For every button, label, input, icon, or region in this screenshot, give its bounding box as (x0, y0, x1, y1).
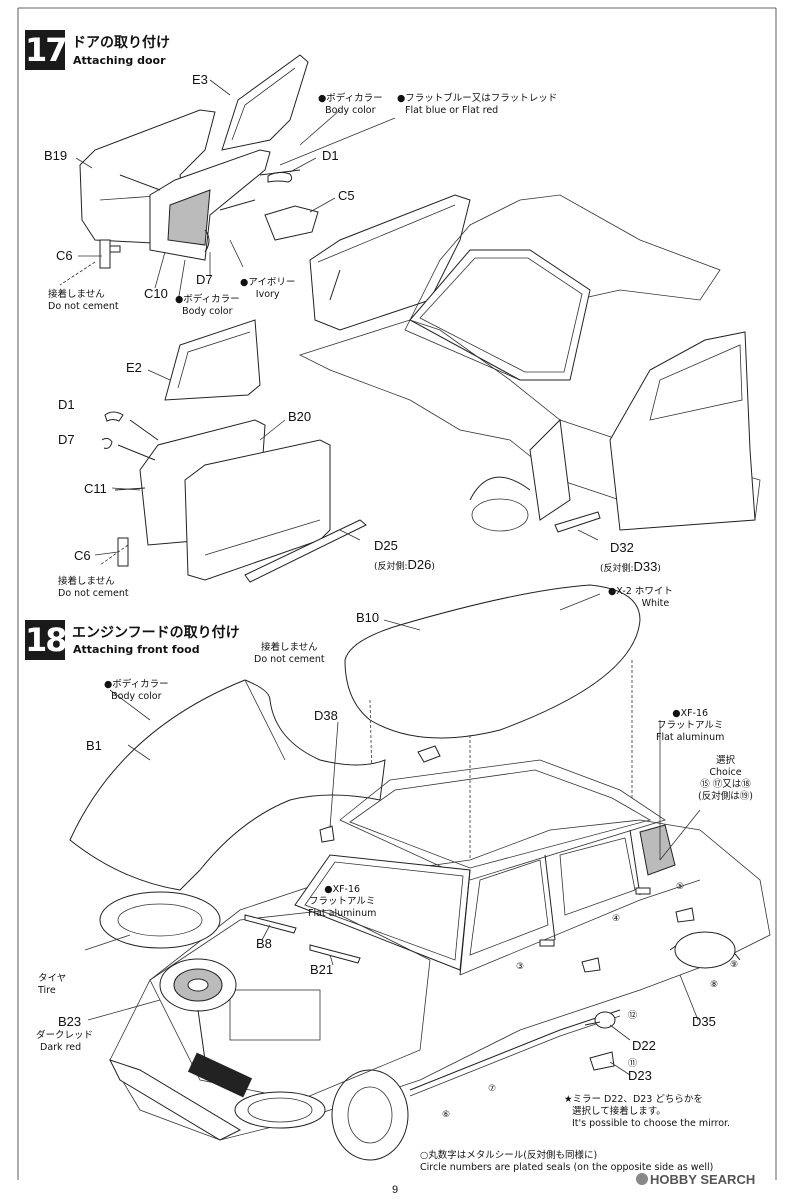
watermark: HOBBY SEARCH (636, 1172, 755, 1187)
part-b1: B1 (86, 738, 102, 753)
note-body-color-2: ●ボディカラー Body color (175, 294, 240, 317)
part-d22: D22 (632, 1038, 656, 1053)
note-do-not-cement-2: 接着しません Do not cement (58, 576, 129, 599)
part-d7-top: D7 (196, 272, 213, 287)
part-c6-bottom: C6 (74, 548, 91, 563)
seal-11: ⑪ (628, 1059, 638, 1069)
note-flat-blue-red: ●フラットブルー又はフラットレッド Flat blue or Flat red (397, 93, 558, 116)
spare-tire (99, 891, 237, 1061)
note-plated-seals: ○丸数字はメタルシール(反対側も同様に) Circle numbers are … (420, 1150, 714, 1173)
note-dark-red: ダークレッド Dark red (36, 1030, 94, 1053)
part-d1-top: D1 (322, 148, 339, 163)
car-body-doors-open (298, 194, 761, 533)
seal-6: ⑥ (442, 1110, 451, 1120)
part-b8: B8 (256, 936, 272, 951)
part-c5: C5 (338, 188, 355, 203)
door-exploded-bottom (99, 319, 367, 583)
note-xf16-flat-aluminum-2: ●XF-16 フラットアルミ Flat aluminum (308, 884, 377, 919)
note-ivory: ●アイボリー Ivory (240, 277, 296, 300)
part-d26-note: (反対側:D26) (374, 557, 435, 572)
part-d1-bottom: D1 (58, 397, 75, 412)
part-e3: E3 (192, 72, 208, 87)
leader-lines (75, 79, 701, 1076)
seal-8: ⑧ (710, 980, 719, 990)
part-d25: D25 (374, 538, 398, 553)
part-c11: C11 (84, 481, 107, 496)
note-mirror-choice: ★ミラー D22、D23 どちらかを 選択して接着します。 It's possi… (564, 1094, 731, 1129)
step-18-number: 18 (25, 620, 68, 660)
part-d23: D23 (628, 1068, 652, 1083)
part-d33-note: (反対側:D33) (600, 559, 661, 574)
part-d38: D38 (314, 708, 338, 723)
note-x2-white: ●X-2 ホワイト White (608, 586, 673, 609)
part-b10: B10 (356, 610, 380, 625)
part-e2: E2 (126, 360, 142, 375)
hood-b1 (69, 679, 386, 891)
page-number: 9 (392, 1184, 399, 1196)
seal-3: ③ (516, 962, 525, 972)
note-xf16-flat-aluminum-1: ●XF-16 フラットアルミ Flat aluminum (656, 708, 725, 743)
step-17-title-jp: ドアの取り付け (72, 35, 170, 51)
part-d7-bottom: D7 (58, 432, 75, 447)
part-b23: B23 (58, 1014, 82, 1029)
step-17-title-en: Attaching door (73, 54, 166, 67)
seal-7: ⑦ (488, 1084, 497, 1094)
seal-4: ④ (612, 914, 621, 924)
part-d32: D32 (610, 540, 634, 555)
note-tire: タイヤ Tire (38, 973, 67, 996)
part-c6-top: C6 (56, 248, 73, 263)
step-17-number: 17 (25, 30, 68, 70)
part-c10: C10 (144, 286, 168, 301)
note-do-not-cement-3: 接着しません Do not cement (254, 642, 325, 665)
roof-b10 (344, 584, 641, 860)
note-choice: 選択 Choice ⑮ ⑰又は⑱ (反対側は⑲) (698, 755, 753, 802)
note-body-color-1: ●ボディカラー Body color (318, 93, 383, 116)
door-exploded-top (59, 54, 319, 286)
seal-5: ⑤ (676, 882, 685, 892)
seal-9: ⑨ (730, 960, 739, 970)
car-body-main (109, 759, 771, 1161)
seal-12: ⑫ (628, 1011, 638, 1021)
step-18-title-en: Attaching front food (73, 643, 200, 656)
note-do-not-cement-1: 接着しません Do not cement (48, 289, 119, 312)
part-b20: B20 (288, 409, 312, 424)
part-d35: D35 (692, 1014, 716, 1029)
step-18-title-jp: エンジンフードの取り付け (72, 625, 240, 641)
watermark-logo-icon (636, 1173, 648, 1185)
part-b21: B21 (310, 962, 334, 977)
note-body-color-3: ●ボディカラー Body color (104, 679, 169, 702)
part-b19: B19 (44, 148, 68, 163)
